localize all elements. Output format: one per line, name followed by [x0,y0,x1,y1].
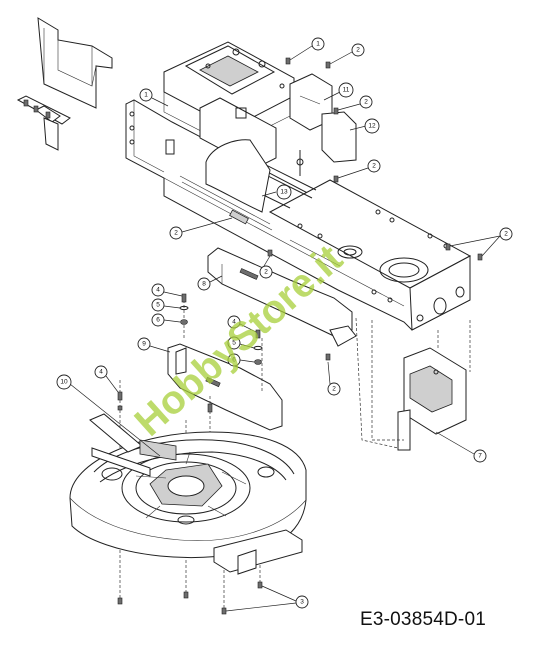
callout-7: 7 [435,431,487,463]
mower-deck-part [69,413,307,575]
callout-8-label: 8 [202,281,206,288]
callout-11: 11 [323,82,354,101]
callout-6b-label: 6 [232,357,236,364]
drawing-code: E3-03854D-01 [360,609,486,630]
dash-tower-part [163,41,317,209]
callout-2b-label: 2 [364,99,368,106]
callout-1-label: 1 [316,41,320,48]
callout-6-a: 6 [151,313,181,327]
callout-2-e: 2 [449,227,513,257]
part-7-rear-bracket [397,347,467,451]
callout-2g-label: 2 [332,386,336,393]
callout-2a-label: 2 [356,47,360,54]
part-13-shield [205,139,271,213]
hardware-stack-left [179,293,189,325]
deck-bolts [117,581,263,615]
callout-5-b: 5 [227,336,255,350]
part-12-plate [321,111,357,163]
callout-1b-label: 1 [144,92,148,99]
callout-2f-label: 2 [264,269,268,276]
callout-2-a: 2 [329,43,365,65]
callout-10: 10 [56,374,161,457]
callout-1-top: 1 [289,37,325,61]
callout-7-label: 7 [478,453,482,460]
callout-12-label: 12 [368,123,376,130]
callout-2-d: 2 [169,217,233,240]
frame-bolts [267,57,483,361]
callout-10-label: 10 [60,379,68,386]
callout-4-a: 4 [151,283,183,297]
callout-13: 13 [261,184,292,200]
callout-2d-label: 2 [174,230,178,237]
callout-13-label: 13 [280,189,288,196]
callout-4a-label: 4 [156,287,160,294]
callout-2c-label: 2 [372,163,376,170]
callout-4-b: 4 [227,315,257,333]
callout-4-c: 4 [94,365,119,393]
callout-8: 8 [197,275,223,291]
callout-2-c: 2 [337,159,381,179]
part-8-deflector [207,247,357,347]
callout-2-b: 2 [337,95,373,111]
callout-9-label: 9 [142,341,146,348]
hinge-bracket-part [16,95,71,151]
hardware-stack-right [253,329,263,365]
callout-2-f: 2 [259,255,273,279]
callout-3: 3 [225,585,309,612]
callout-12: 12 [349,118,380,134]
callout-11-label: 11 [343,87,350,94]
callout-4c-label: 4 [99,369,103,376]
callout-6-b: 6 [227,353,255,367]
callout-4b-label: 4 [232,319,236,326]
callout-3-label: 3 [300,599,304,606]
callout-5a-label: 5 [156,302,160,309]
callout-1-left: 1 [139,88,169,107]
callout-5-a: 5 [151,298,181,312]
callout-9: 9 [137,337,171,353]
hardware-bolt-deck [117,391,213,413]
callout-5b-label: 5 [232,340,236,347]
callout-6a-label: 6 [156,317,160,324]
part-9-deflector [167,343,283,431]
callout-2e-label: 2 [504,231,508,238]
callout-2-g: 2 [327,361,341,396]
rear-bracket-part [37,17,113,109]
